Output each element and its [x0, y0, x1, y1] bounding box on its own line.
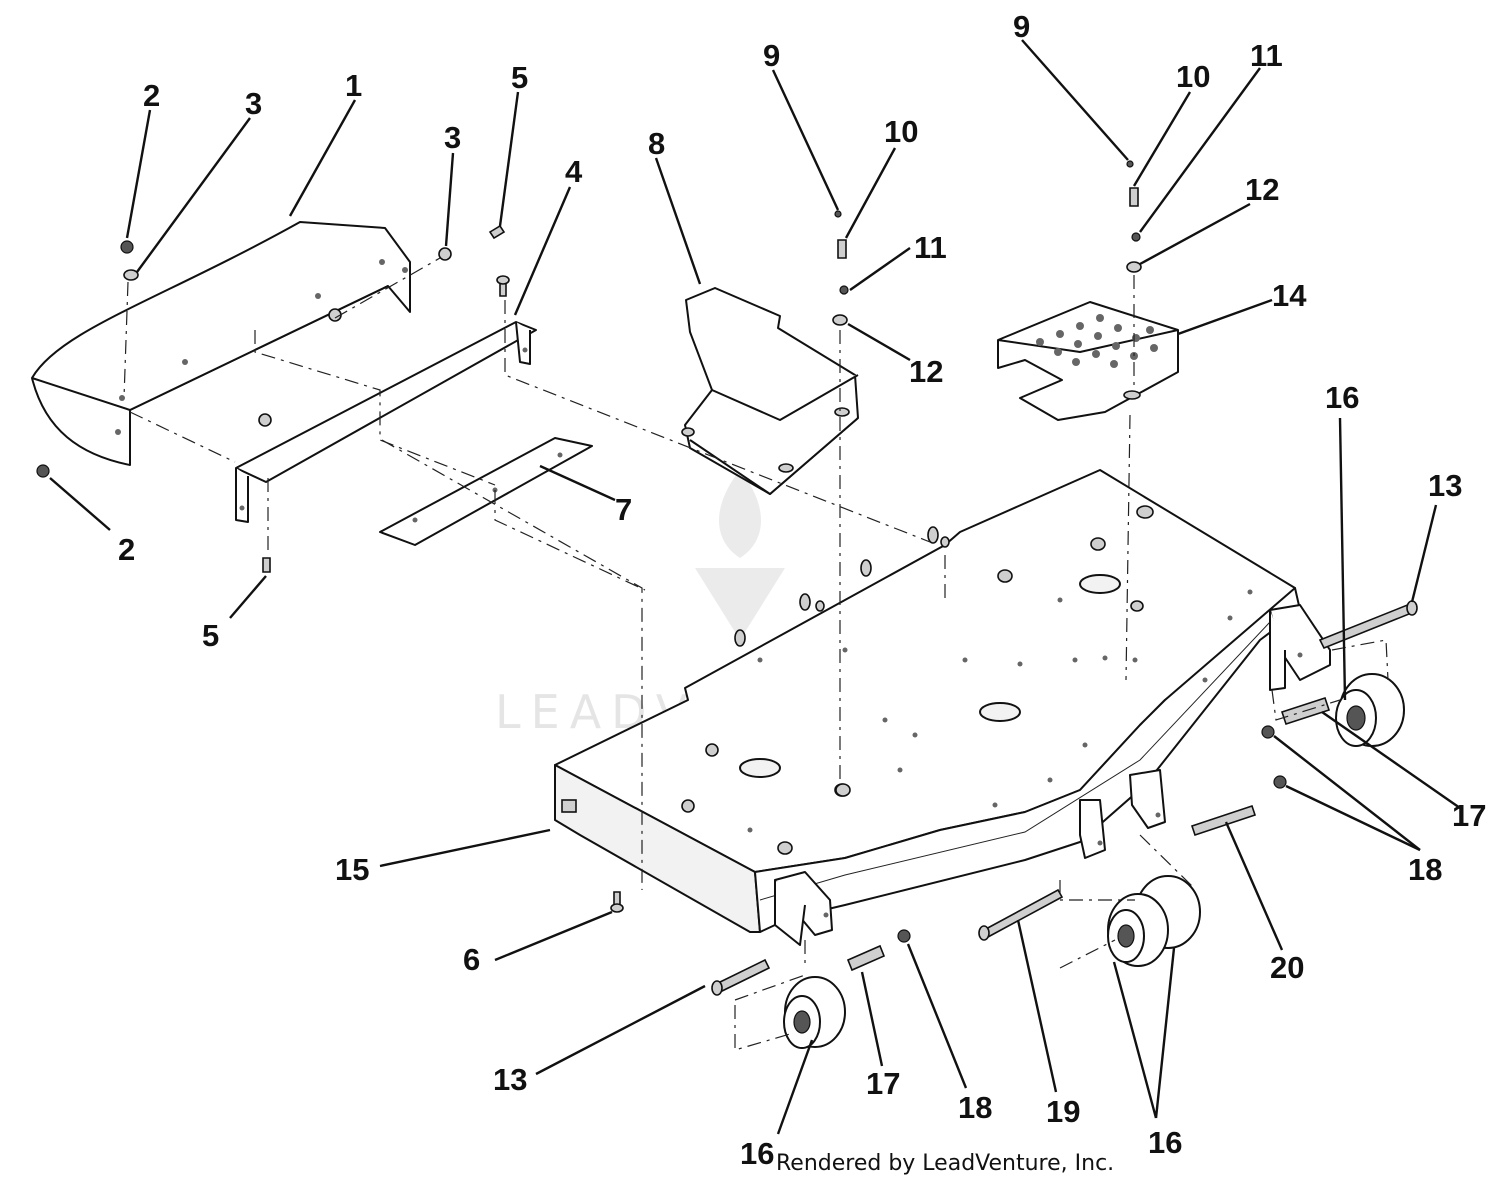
callout-16-right: 16 [1325, 380, 1359, 415]
callout-18-right: 18 [1408, 852, 1442, 887]
callout-2-top: 2 [143, 78, 160, 113]
deflector-plate [379, 437, 593, 546]
leader-lines [49, 39, 1461, 1135]
callout-3-left: 3 [245, 86, 262, 121]
callout-11-mid: 11 [914, 230, 947, 265]
callout-10-right: 10 [1176, 59, 1210, 94]
callout-1: 1 [345, 68, 362, 103]
callout-19: 19 [1046, 1094, 1080, 1129]
callout-9-mid: 9 [763, 38, 780, 73]
mower-deck [554, 469, 1301, 933]
callout-8: 8 [648, 126, 665, 161]
watermark-logo [695, 470, 785, 640]
callout-11-right: 11 [1250, 38, 1283, 73]
callout-17-right: 17 [1452, 798, 1486, 833]
callout-13-right: 13 [1428, 468, 1462, 503]
callout-labels: 1 2 2 3 3 4 5 5 6 7 8 9 9 10 10 11 11 12… [118, 9, 1486, 1171]
callout-12-right: 12 [1245, 172, 1279, 207]
callout-5-top: 5 [511, 60, 528, 95]
deck-holes [747, 589, 1253, 833]
callout-17-bottom: 17 [866, 1066, 900, 1101]
callout-6: 6 [463, 942, 480, 977]
discharge-deflector [31, 221, 411, 466]
render-credit: Rendered by LeadVenture, Inc. [776, 1151, 1114, 1176]
callout-4: 4 [565, 154, 583, 189]
callout-16-bottom-left: 16 [740, 1136, 774, 1171]
wheel-left-front [783, 976, 846, 1049]
hinge-rod [235, 321, 537, 523]
callout-9-right: 9 [1013, 9, 1030, 44]
wheel-right-rear [1335, 673, 1405, 747]
callout-16-bottom-right: 16 [1148, 1125, 1182, 1160]
callout-18-bottom: 18 [958, 1090, 992, 1125]
deck-brackets [774, 604, 1331, 946]
deck-spindle-openings [739, 574, 1121, 778]
callout-3-right: 3 [444, 120, 461, 155]
callout-5-bottom: 5 [202, 618, 219, 653]
callout-15: 15 [335, 852, 369, 887]
belt-cover [681, 287, 859, 495]
step-plate-holes [1036, 314, 1158, 368]
callout-13-left: 13 [493, 1062, 527, 1097]
step-plate [997, 301, 1179, 421]
callout-20: 20 [1270, 950, 1304, 985]
callout-10-mid: 10 [884, 114, 918, 149]
callout-12-mid: 12 [909, 354, 943, 389]
wheel-right-front [1107, 875, 1201, 967]
callout-7: 7 [615, 492, 632, 527]
callout-2-left: 2 [118, 532, 135, 567]
callout-14: 14 [1272, 278, 1307, 313]
alignment-lines [123, 257, 1389, 1051]
